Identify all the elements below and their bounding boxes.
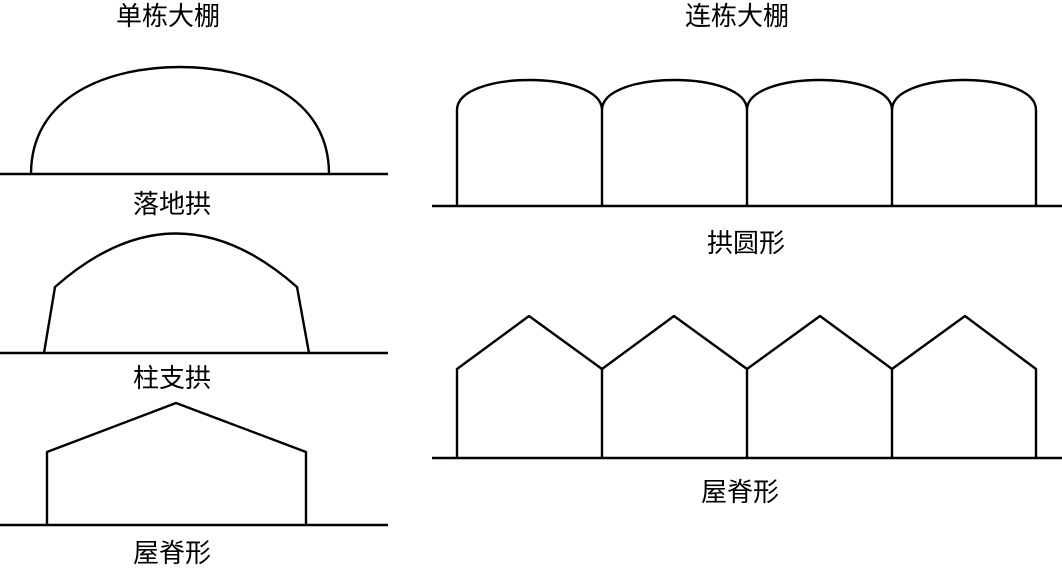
single-pillar-arch	[0, 232, 388, 355]
label-single-ridge: 屋脊形	[132, 539, 212, 569]
heading-single-span: 单栋大棚	[115, 2, 221, 32]
single-ground-arch	[0, 65, 388, 176]
single-ridge	[0, 401, 388, 527]
label-ground-arch: 落地拱	[132, 190, 212, 220]
label-pillar-arch: 柱支拱	[132, 364, 212, 394]
multi-round-arch	[432, 78, 1062, 208]
ridge-outline	[45, 401, 308, 525]
multi-ridge	[432, 314, 1062, 460]
pillar-arch-outline	[42, 232, 311, 354]
label-multi-ridge: 屋脊形	[700, 478, 780, 508]
label-round-arch: 拱圆形	[706, 229, 786, 259]
ground-arch-outline	[29, 65, 331, 175]
heading-multi-span: 连栋大棚	[684, 2, 790, 32]
